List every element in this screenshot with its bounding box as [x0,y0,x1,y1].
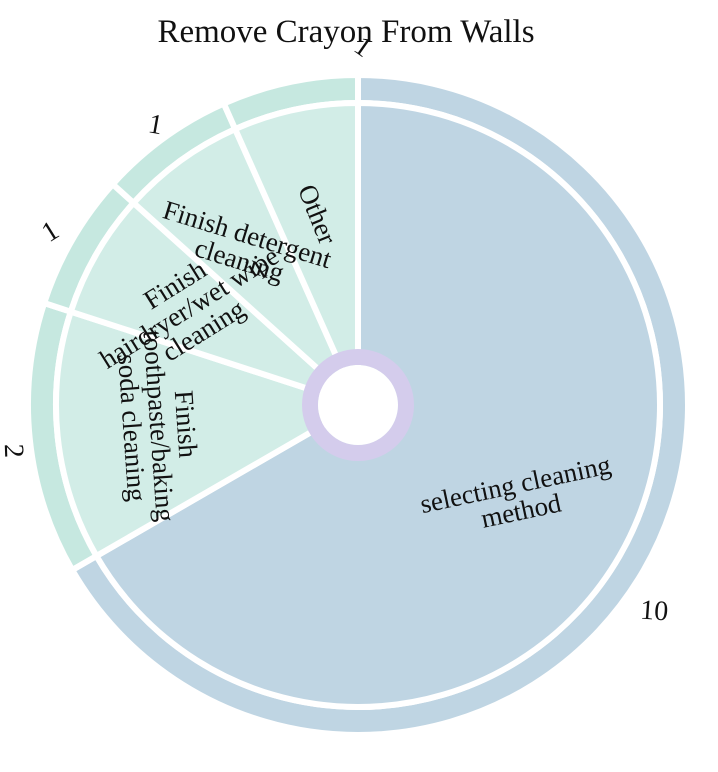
slice-value-label: 1 [36,215,64,249]
pie-slice [219,71,361,407]
slice-value-label: 2 [0,443,29,458]
slice-label-line: Finish [169,389,204,459]
slice-value-label: 10 [639,595,669,628]
chart-title: Remove Crayon From Walls [157,14,534,50]
slice-value-label: 1 [146,108,165,141]
center-hole [302,349,414,461]
center-hole-fill [318,365,398,445]
center-ring [302,349,414,461]
